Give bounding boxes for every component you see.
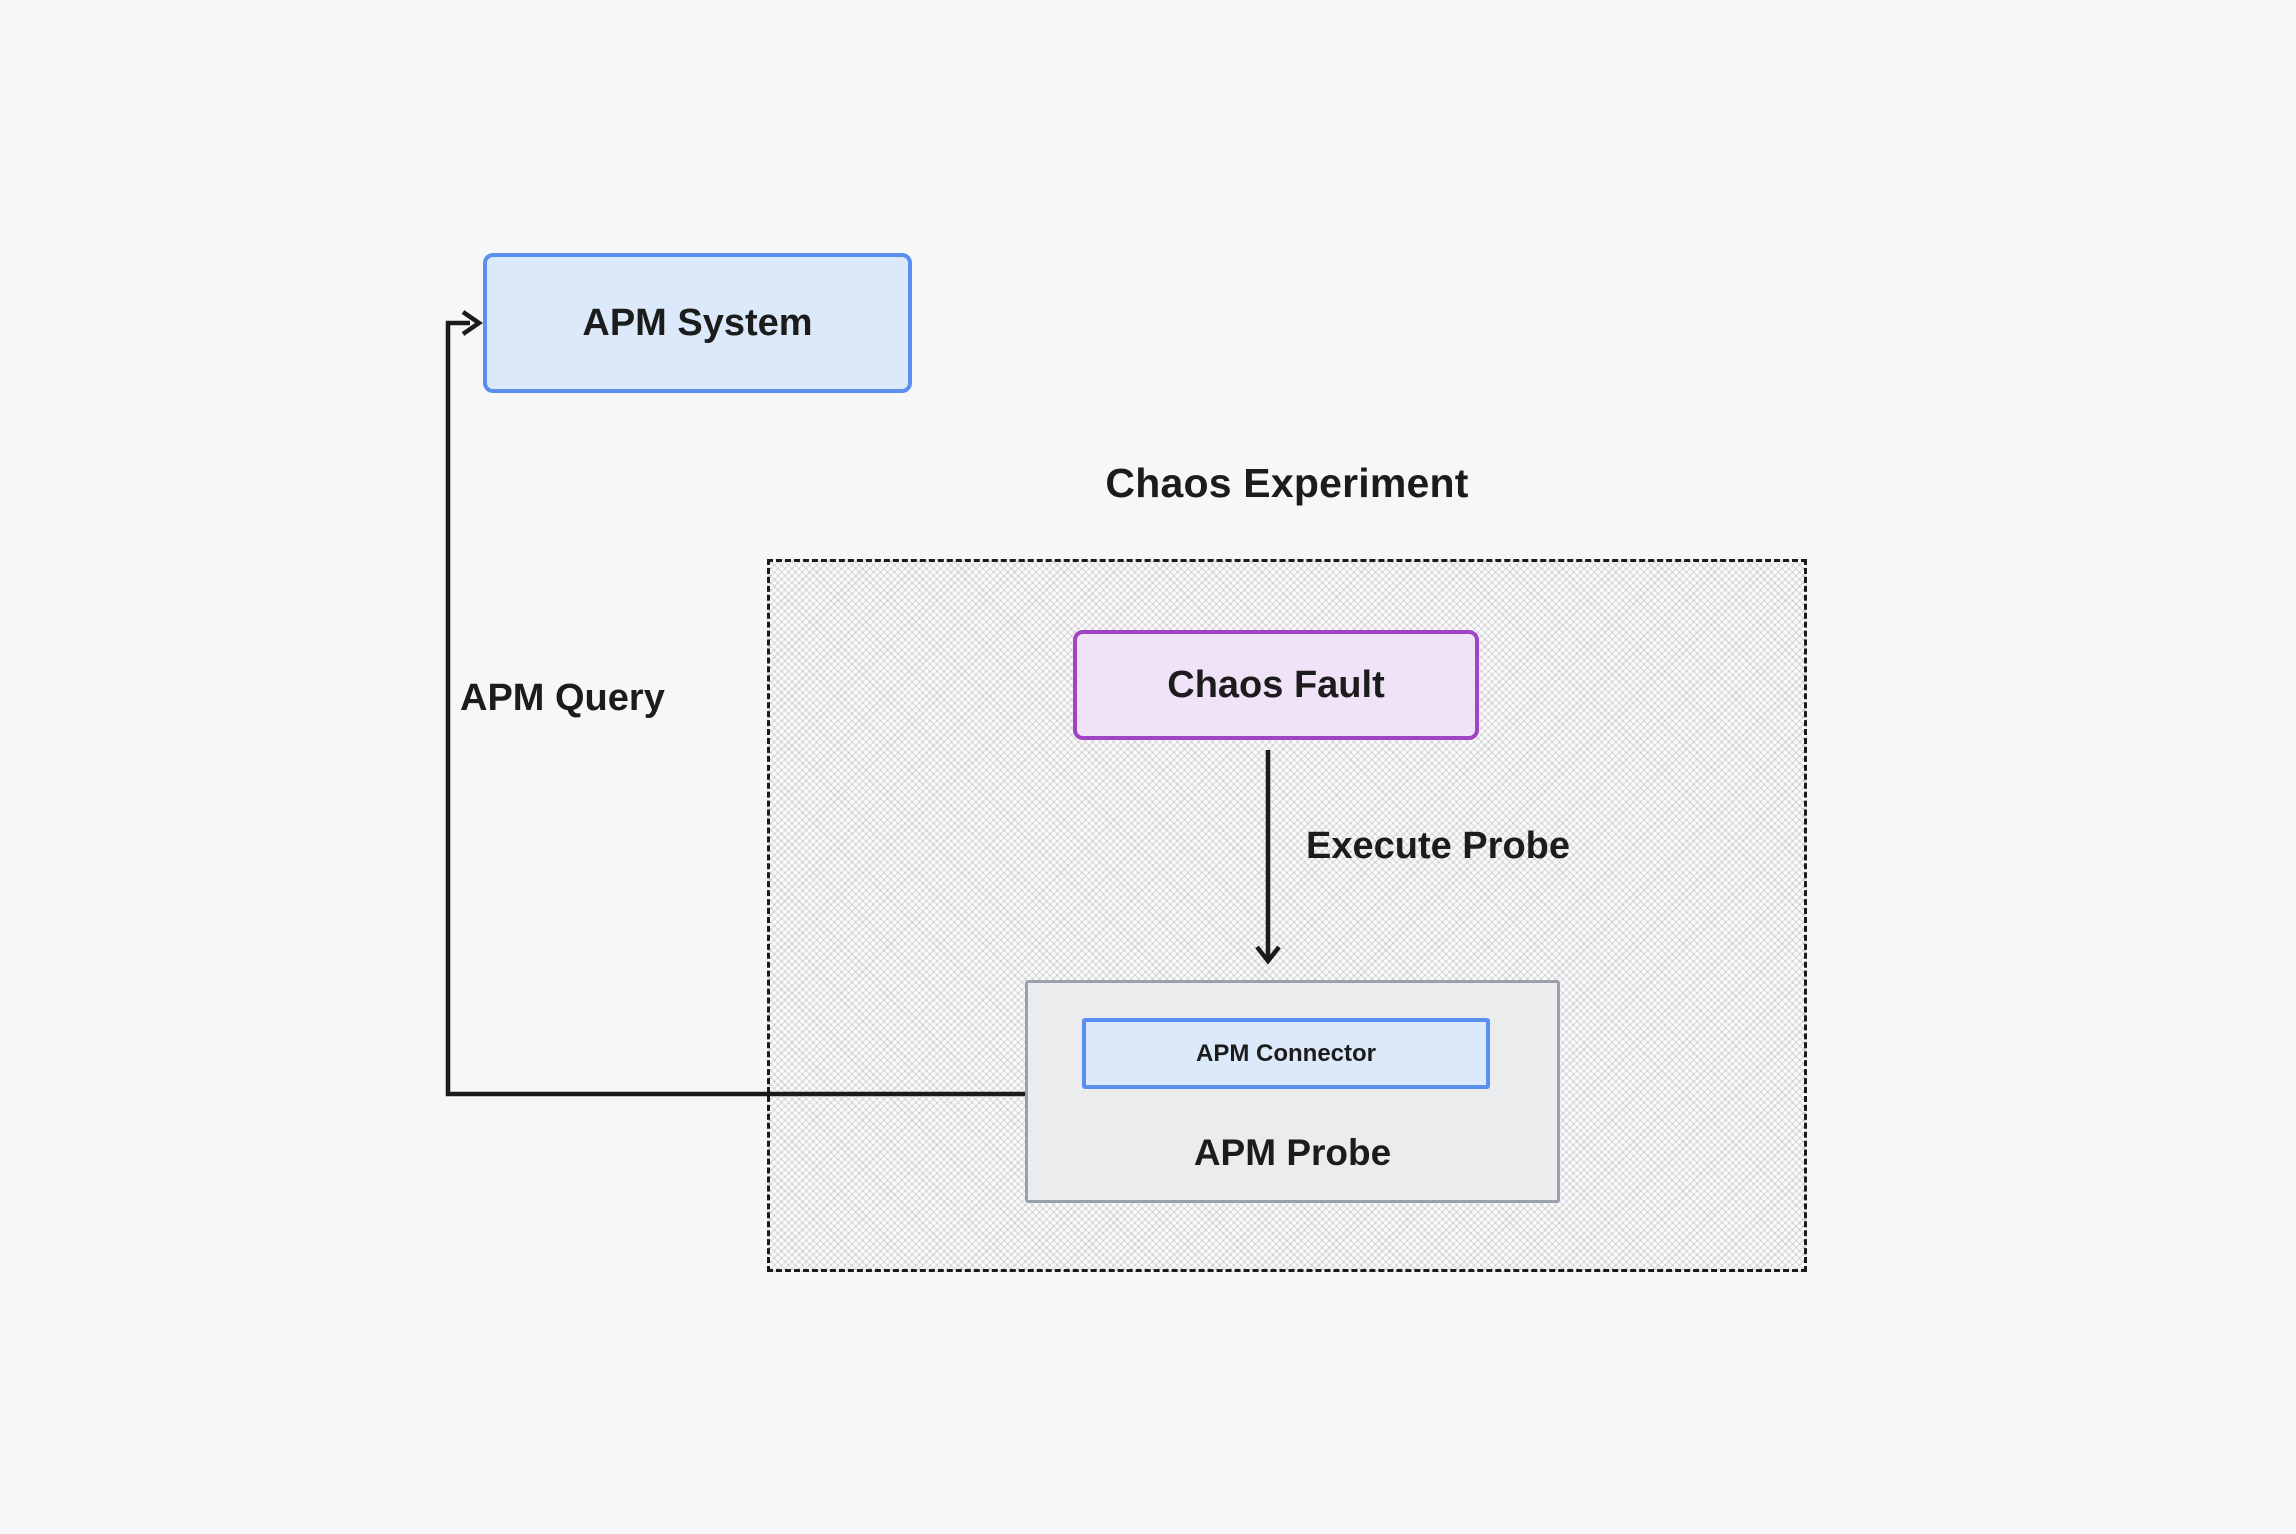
chaos-fault-label: Chaos Fault [1167, 663, 1385, 706]
apm-probe-node: APM Probe [1025, 980, 1560, 1203]
apm-system-label: APM System [582, 301, 813, 344]
apm-connector-node: APM Connector [1082, 1018, 1490, 1089]
execute-probe-edge-label: Execute Probe [1306, 825, 1570, 867]
apm-system-node: APM System [483, 253, 912, 393]
chaos-experiment-title: Chaos Experiment [1105, 460, 1469, 506]
apm-connector-label: APM Connector [1196, 1039, 1376, 1067]
apm-probe-label: APM Probe [1193, 1132, 1392, 1173]
chaos-fault-node: Chaos Fault [1073, 630, 1479, 740]
apm-query-arrowhead-icon [461, 310, 483, 336]
apm-query-edge-label: APM Query [460, 677, 665, 719]
